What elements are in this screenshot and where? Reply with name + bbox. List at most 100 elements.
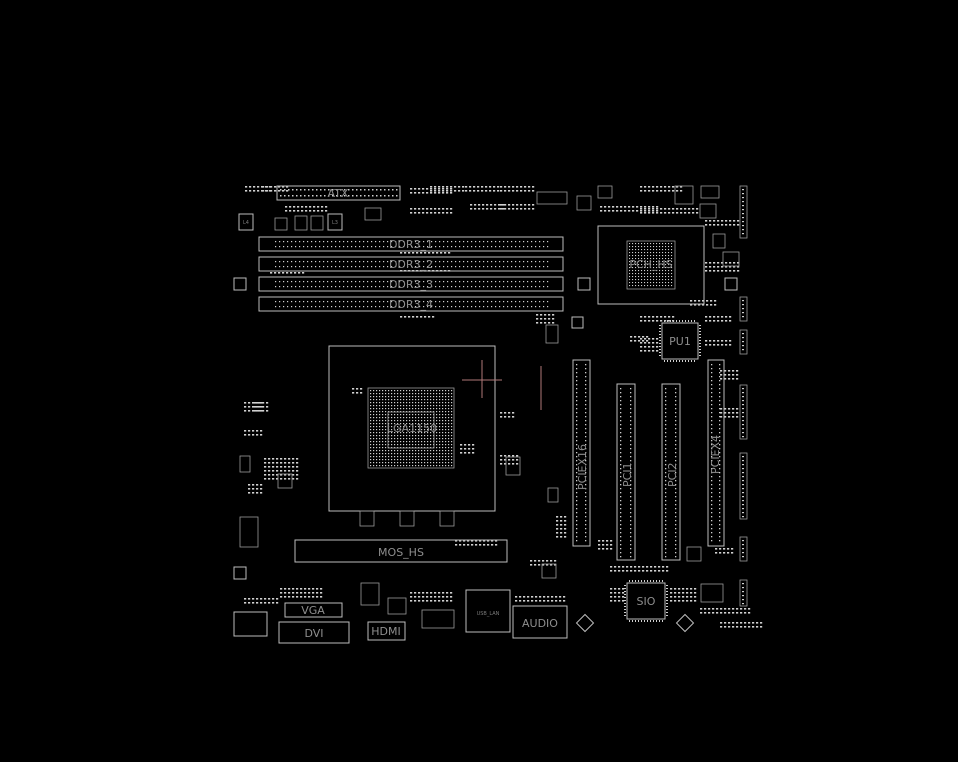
pad (564, 536, 567, 538)
ic-chip[interactable] (545, 324, 559, 344)
pad (642, 336, 645, 338)
inductor-l3[interactable]: L3 (327, 213, 343, 231)
cpu-socket[interactable]: LGA1150 (328, 345, 496, 527)
ic-chip[interactable] (700, 583, 724, 603)
pad (403, 246, 405, 248)
ic-chip[interactable] (360, 582, 380, 606)
pci2-slot[interactable]: PCI2 (661, 383, 681, 561)
pad (431, 241, 433, 243)
pad (463, 540, 466, 542)
ic-chip[interactable] (505, 456, 521, 476)
pad (576, 464, 578, 466)
fan-header[interactable] (536, 191, 568, 205)
mos-heatsink[interactable]: MOS_HS (294, 539, 508, 563)
pad (436, 390, 438, 392)
capacitor[interactable] (294, 215, 308, 231)
pad (376, 462, 378, 464)
pad (508, 463, 511, 465)
pad (475, 261, 477, 263)
pad (516, 204, 519, 206)
pad (451, 281, 453, 283)
usb-connector[interactable] (421, 609, 455, 629)
ic-chip[interactable] (277, 473, 293, 489)
pad (511, 241, 513, 243)
ddr3-slot-1[interactable]: DDR3_1 (258, 236, 564, 252)
pad (504, 186, 507, 188)
edge-header[interactable] (739, 384, 748, 440)
diamond-chip[interactable] (575, 613, 595, 633)
pad (516, 186, 519, 188)
ic-chip[interactable] (547, 487, 559, 503)
hdmi-connector[interactable]: HDMI (367, 621, 406, 641)
pad (486, 204, 489, 206)
inductor-l4[interactable]: L4 (238, 213, 254, 231)
ddr3-slot-3[interactable]: DDR3_3 (258, 276, 564, 292)
pad (397, 402, 399, 404)
edge-header[interactable] (739, 185, 748, 239)
ic-chip[interactable] (541, 563, 557, 579)
ic-chip[interactable] (239, 455, 251, 473)
diamond-chip[interactable] (675, 613, 695, 633)
ic-chip[interactable] (699, 203, 717, 219)
pad (400, 316, 403, 318)
pad (711, 512, 713, 514)
ic-chip[interactable] (364, 207, 382, 221)
pad (376, 420, 378, 422)
pad (379, 423, 381, 425)
usb-lan-connector[interactable]: USB_LAN (465, 589, 511, 633)
pciex4-slot[interactable]: PCIEX4 (707, 359, 725, 547)
pad (742, 432, 744, 434)
audio-connector[interactable]: AUDIO (512, 605, 568, 639)
vga-connector[interactable]: VGA (284, 602, 343, 618)
pad (713, 340, 716, 342)
capacitor[interactable] (274, 217, 288, 231)
pad (717, 220, 720, 222)
pad (292, 462, 295, 464)
edge-header[interactable] (739, 296, 748, 322)
pad (552, 314, 555, 316)
pad (656, 243, 658, 245)
pad (319, 241, 321, 243)
pad (630, 456, 632, 458)
edge-header[interactable] (739, 329, 748, 355)
header-connector[interactable] (239, 516, 259, 548)
ic-chip[interactable] (700, 185, 720, 199)
pad (385, 432, 387, 434)
pad (323, 281, 325, 283)
pad (305, 206, 308, 208)
pad (752, 622, 755, 624)
ic-chip[interactable] (387, 597, 407, 615)
pad (665, 243, 667, 245)
pad (656, 282, 658, 284)
pad (282, 190, 285, 192)
pad (742, 508, 744, 510)
ddr3-slot-4[interactable]: DDR3_4 (258, 296, 564, 312)
atx-connector[interactable]: ATX (276, 185, 401, 201)
pad (409, 393, 411, 395)
edge-header[interactable] (739, 579, 748, 607)
pad (283, 241, 285, 243)
edge-header[interactable] (739, 452, 748, 520)
capacitor[interactable] (686, 546, 702, 562)
pad (442, 447, 444, 449)
pad (412, 426, 414, 428)
pciex16-slot[interactable]: PCIEX16 (572, 359, 591, 547)
ic-chip[interactable] (722, 251, 740, 267)
edge-header[interactable] (739, 536, 748, 562)
ddr3-slot-2[interactable]: DDR3_2 (258, 256, 564, 272)
pad (280, 592, 283, 594)
pad (748, 608, 751, 610)
pad (630, 528, 632, 530)
pu1-chip[interactable]: PU1 (661, 322, 699, 360)
sio-chip[interactable]: SIO (626, 582, 666, 620)
ic-chip[interactable] (712, 233, 726, 249)
pad (523, 266, 525, 268)
ic-chip[interactable] (674, 185, 694, 205)
dvi-connector[interactable]: DVI (278, 621, 350, 644)
capacitor[interactable] (310, 215, 324, 231)
pci1-slot[interactable]: PCI1 (616, 383, 636, 561)
pch-heatsink[interactable]: PCH_HS (597, 225, 705, 305)
ps2-connector[interactable] (233, 611, 268, 637)
ic-chip[interactable] (576, 195, 592, 211)
ic-chip[interactable] (597, 185, 613, 199)
